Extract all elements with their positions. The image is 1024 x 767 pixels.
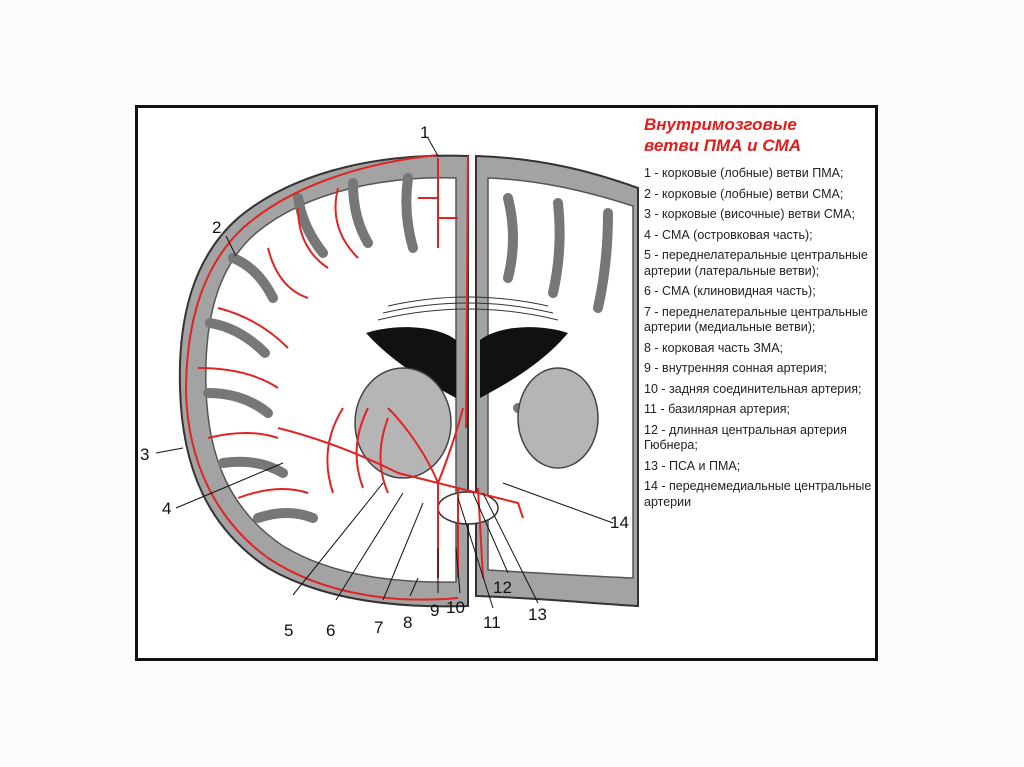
legend-item: 2 - корковые (лобные) ветви СМА; (644, 186, 844, 201)
callout-3: 3 (140, 445, 149, 464)
legend-item: 5 - переднелатеральные центральные артер… (644, 248, 868, 278)
legend-title-line-1: Внутримозговые (644, 115, 797, 134)
legend-item: 3 - корковые (височные) ветви СМА; (644, 207, 855, 221)
legend-item: 12 - длинная центральная артерия Гюбнера… (644, 422, 847, 453)
legend-item: 6 - СМА (клиновидная часть); (644, 284, 816, 298)
legend-title-line-2: ветви ПМА и СМА (644, 136, 802, 155)
callout-14: 14 (610, 513, 629, 532)
callout-8: 8 (403, 613, 412, 632)
slide-frame: 1 2 3 4 5 6 7 8 9 10 11 12 13 14 Внутрим… (135, 105, 878, 661)
legend-item: 10 - задняя соединительная артерия; (644, 381, 862, 396)
legend-item: 7 - переднелатеральные центральные артер… (644, 304, 868, 335)
callout-4: 4 (162, 499, 171, 518)
legend-item: 1 - корковые (лобные) ветви ПМА; (644, 166, 844, 180)
legend-item: 13 - ПСА и ПМА; (644, 458, 741, 473)
callout-11: 11 (483, 613, 501, 632)
callout-7: 7 (374, 618, 383, 637)
callout-labels: 1 2 3 4 5 6 7 8 9 10 11 12 13 14 (140, 123, 629, 640)
brain-coronal-section-diagram: 1 2 3 4 5 6 7 8 9 10 11 12 13 14 (140, 123, 639, 640)
callout-5: 5 (284, 621, 293, 640)
legend-panel: Внутримозговые ветви ПМА и СМА 1 - корко… (644, 114, 876, 515)
legend-item: 14 - переднемедиальные центральные артер… (644, 479, 872, 509)
legend-item: 9 - внутренняя сонная артерия; (644, 361, 827, 375)
callout-13: 13 (528, 605, 547, 624)
callout-1: 1 (420, 123, 429, 142)
arteries (184, 154, 524, 601)
legend-item: 8 - корковая часть ЗМА; (644, 340, 784, 355)
callout-9: 9 (430, 601, 439, 620)
callout-2: 2 (212, 218, 221, 237)
legend-title: Внутримозговые ветви ПМА и СМА (644, 114, 876, 156)
callout-lines (155, 137, 614, 609)
legend-list: 1 - корковые (лобные) ветви ПМА; 2 - кор… (644, 166, 876, 510)
callout-12: 12 (493, 578, 512, 597)
callout-6: 6 (326, 621, 335, 640)
callout-10: 10 (446, 598, 465, 617)
legend-item: 4 - СМА (островковая часть); (644, 227, 813, 242)
legend-item: 11 - базилярная артерия; (644, 402, 790, 416)
